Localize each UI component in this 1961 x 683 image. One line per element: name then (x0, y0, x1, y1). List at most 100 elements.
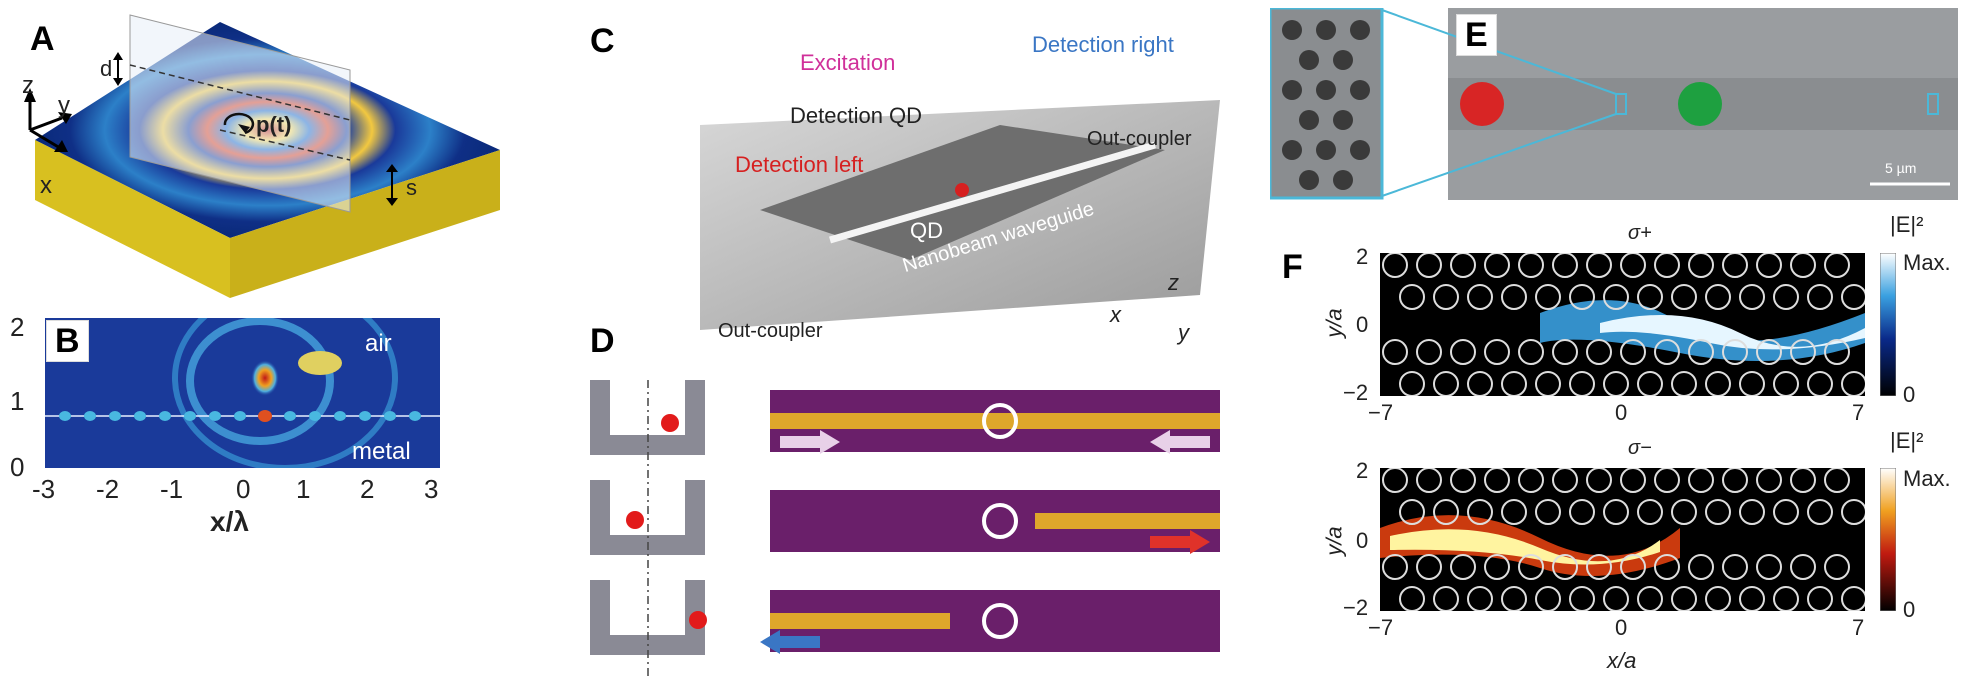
lattice-hole (1535, 371, 1561, 396)
region-air-label: air (365, 330, 392, 357)
lattice-hole (1535, 499, 1561, 525)
lattice-hole (1671, 371, 1697, 396)
f-bottom-xtick: −7 (1368, 615, 1394, 640)
lattice-hole (1501, 586, 1527, 611)
detection-qd-label: Detection QD (790, 103, 923, 128)
d-row-2 (590, 480, 1220, 555)
lattice-hole (1807, 586, 1833, 611)
lattice-hole (1841, 586, 1865, 611)
lattice-hole (1671, 586, 1697, 611)
lattice-hole (1450, 554, 1476, 580)
scalebar-label: 5 µm (1885, 160, 1917, 176)
f-xlabel: x/a (1607, 648, 1637, 673)
b-xtick: 3 (424, 474, 439, 504)
f-bottom-cbar-max: Max. (1903, 466, 1951, 491)
lattice-hole (1756, 339, 1782, 365)
lattice-hole (1484, 468, 1510, 493)
lattice-hole (1501, 284, 1527, 310)
lattice-hole (1841, 284, 1865, 310)
lattice-hole (1382, 468, 1408, 493)
qd-label: QD (910, 218, 943, 243)
lattice-hole (1467, 586, 1493, 611)
lattice-hole (1824, 253, 1850, 278)
f-top-xtick: 0 (1615, 400, 1628, 425)
lattice-hole (1807, 499, 1833, 525)
b-ytick-1: 1 (10, 386, 25, 416)
lattice-hole (1416, 554, 1442, 580)
c-axis-y: y (1178, 320, 1189, 345)
detection-right-label: Detection right (1032, 32, 1174, 57)
lattice-hole (1722, 253, 1748, 278)
lattice-hole (1790, 339, 1816, 365)
c-axis-z: z (1168, 270, 1179, 295)
lattice-hole (1484, 339, 1510, 365)
lattice-hole (1586, 468, 1612, 493)
panel-letter-d: D (590, 322, 615, 360)
lattice-hole (1535, 284, 1561, 310)
lattice-hole (1773, 371, 1799, 396)
lattice-hole (1569, 586, 1595, 611)
lattice-hole (1688, 339, 1714, 365)
lattice-hole (1654, 554, 1680, 580)
lattice-hole (1382, 339, 1408, 365)
f-top-cbar-label: |E|² (1890, 212, 1924, 237)
d-row-3 (590, 580, 1220, 655)
lattice-hole (1671, 499, 1697, 525)
lattice-hole (1450, 253, 1476, 278)
b-xtick: -2 (96, 474, 120, 504)
lattice-hole (1722, 339, 1748, 365)
lattice-hole (1518, 468, 1544, 493)
lattice-hole (1620, 554, 1646, 580)
f-top-ylabel: y/a (1321, 308, 1347, 338)
d-label: d (100, 56, 113, 81)
f-top-ytick: −2 (1343, 380, 1369, 405)
lattice-hole (1501, 499, 1527, 525)
lattice-hole (1603, 371, 1629, 396)
lattice-hole (1739, 284, 1765, 310)
lattice-hole (1739, 499, 1765, 525)
lattice-hole (1824, 554, 1850, 580)
f-bottom-cbar-min: 0 (1903, 597, 1916, 622)
b-ytick-0: 0 (10, 452, 25, 482)
excitation-label: Excitation (800, 50, 896, 75)
f-bottom-ytick: 2 (1356, 458, 1369, 483)
lattice-hole (1552, 253, 1578, 278)
lattice-hole (1467, 284, 1493, 310)
lattice-hole (1790, 554, 1816, 580)
panel-letter-f: F (1282, 248, 1303, 286)
b-xtick: 2 (360, 474, 375, 504)
lattice-hole (1433, 371, 1459, 396)
lattice-hole (1518, 253, 1544, 278)
lattice-hole (1841, 499, 1865, 525)
lattice-hole (1501, 371, 1527, 396)
s-label: s (406, 175, 417, 200)
out-coupler-bottom-label: Out-coupler (718, 320, 823, 342)
lattice-hole (1773, 586, 1799, 611)
lattice-hole (1637, 284, 1663, 310)
panel-letter-a: A (30, 20, 55, 58)
lattice-hole (1756, 253, 1782, 278)
lattice-hole (1399, 284, 1425, 310)
lattice-hole (1467, 371, 1493, 396)
lattice-hole (1637, 371, 1663, 396)
lattice-hole (1654, 468, 1680, 493)
lattice-hole (1705, 284, 1731, 310)
lattice-hole (1399, 371, 1425, 396)
f-top-colorbar (1880, 253, 1896, 396)
lattice-hole (1399, 499, 1425, 525)
b-ytick-2: 2 (10, 312, 25, 342)
lattice-hole (1807, 371, 1833, 396)
lattice-hole (1552, 468, 1578, 493)
panel-d-figure (590, 380, 1220, 680)
out-coupler-top-label: Out-coupler (1087, 128, 1192, 150)
lattice-hole (1603, 284, 1629, 310)
lattice-hole (1824, 339, 1850, 365)
lattice-hole (1433, 284, 1459, 310)
lattice-hole (1620, 253, 1646, 278)
f-bottom-ytick: 0 (1356, 528, 1369, 553)
lattice-hole (1586, 554, 1612, 580)
lattice-hole (1620, 468, 1646, 493)
lattice-hole (1586, 253, 1612, 278)
lattice-hole (1705, 371, 1731, 396)
lattice-hole (1603, 499, 1629, 525)
